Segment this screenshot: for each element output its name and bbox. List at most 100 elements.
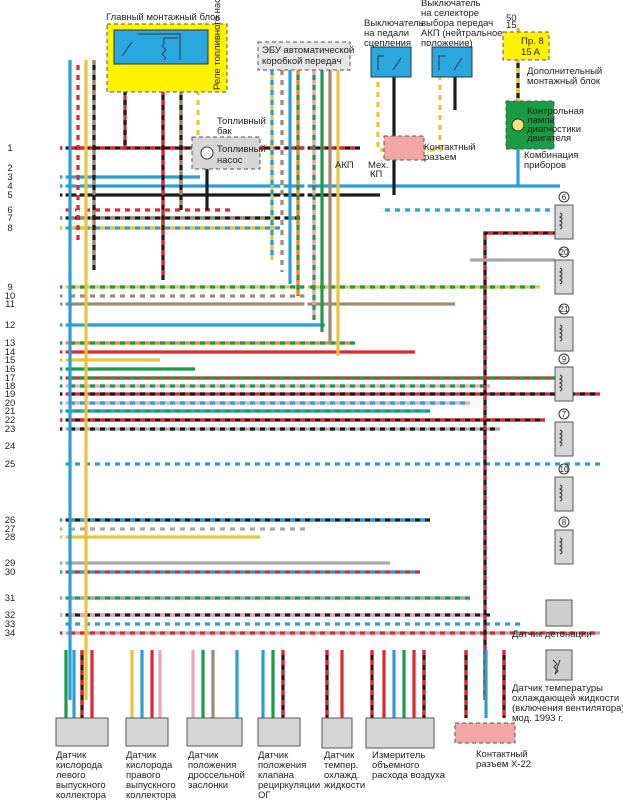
injector-coil-icon	[558, 484, 563, 502]
terminal-50: 50	[506, 13, 517, 24]
injector-coil-icon	[558, 212, 563, 230]
wire-number-19: 19	[5, 389, 16, 400]
check-lamp-label-3: диагностики	[527, 124, 581, 135]
fuse-block	[502, 31, 550, 61]
fan-temp-sensor	[545, 649, 573, 681]
injector-number-badge	[558, 353, 570, 365]
wire-number-31: 31	[5, 593, 16, 604]
wire-number-13: 13	[5, 338, 16, 349]
clutch-switch	[370, 46, 412, 78]
check-engine-lamp-icon	[511, 118, 525, 132]
neutral-switch	[431, 46, 473, 78]
o2-left-label-4: выпускного	[56, 780, 106, 791]
wire-number-2: 2	[7, 163, 12, 174]
wire-number-16: 16	[5, 364, 16, 375]
clutch-switch-label-3: сцепления	[364, 38, 411, 49]
fan-sensor-label-2: охлаждающей жидкости	[512, 693, 619, 704]
fuel-pump-label-2: насос	[217, 155, 243, 166]
connector-block	[383, 135, 425, 161]
knock-sensor-label: Датчик детонации	[512, 629, 592, 640]
injector-number-badge	[558, 516, 570, 528]
wire-number-24: 24	[5, 441, 16, 452]
tps-label-4: заслонки	[188, 780, 228, 791]
wire-number-5: 5	[7, 190, 12, 201]
wire-number-25: 25	[5, 459, 16, 470]
injector-number: 8	[562, 518, 567, 527]
fan-sensor-label-4: мод. 1993 г.	[512, 713, 563, 724]
injector-number: 10	[560, 465, 569, 474]
wire-number-3: 3	[7, 172, 12, 183]
mkp-label-2: КП	[370, 169, 383, 180]
injector-number: 21	[560, 305, 569, 314]
terminal-15: 15	[506, 20, 517, 31]
injector-coil-icon	[558, 374, 563, 392]
neutral-switch-label-2: на селекторе	[421, 8, 479, 19]
fuel-pump-motor-icon	[200, 146, 214, 160]
injector-20	[554, 259, 574, 295]
injector-coil-icon	[558, 429, 563, 447]
injector-21	[554, 316, 574, 352]
injector-number-badge	[558, 246, 570, 258]
tps-label-1: Датчик	[188, 750, 219, 761]
neutral-switch-label-5: положение)	[421, 38, 473, 49]
clutch-switch-label-2: на педали	[364, 28, 409, 39]
fuel-tank-label-2: бак	[217, 126, 233, 137]
injector-number-badge	[558, 303, 570, 315]
wire-number-10: 10	[5, 291, 16, 302]
o2-right-label-4: выпускного	[126, 780, 176, 791]
clutch-switch-contact-icon	[377, 55, 402, 71]
ecu-label-1: ЭБУ автоматической	[262, 45, 354, 56]
o2-left-label-1: Датчик	[56, 750, 87, 761]
ecu-label-2: коробкой передач	[262, 56, 341, 67]
maf-label-3: расхода воздуха	[372, 770, 446, 781]
mkp-label-1: Мех.	[368, 160, 388, 171]
injector-6	[554, 204, 574, 240]
fuse-name: Пр. 8	[521, 36, 544, 47]
connector-label-1: Контактный	[424, 142, 476, 153]
wire-number-18: 18	[5, 381, 16, 392]
fan-sensor-label-3: (включения вентилятора);	[512, 703, 623, 714]
maf-label-1: Измеритель	[372, 750, 425, 761]
o2-right-label-1: Датчик	[126, 750, 157, 761]
wire-number-33: 33	[5, 619, 16, 630]
egr-label-3: клапана	[258, 770, 295, 781]
o2-right-label-2: кислорода	[126, 760, 173, 771]
wire-number-8: 8	[7, 223, 12, 234]
wire-number-28: 28	[5, 532, 16, 543]
injector-number-badge	[558, 463, 570, 475]
tps-label-2: положения	[188, 760, 236, 771]
injector-coil-icon	[558, 537, 563, 555]
egr-label-2: положения	[258, 760, 306, 771]
wire-number-30: 30	[5, 567, 16, 578]
wire-number-29: 29	[5, 558, 16, 569]
wire-number-34: 34	[5, 628, 16, 639]
wire-number-26: 26	[5, 515, 16, 526]
injector-10	[554, 476, 574, 512]
egr-label-1: Датчик	[258, 750, 289, 761]
relay-coil-icon	[162, 37, 178, 61]
neutral-switch-label-1: Выключатель	[421, 0, 481, 9]
fuel-tank-label-1: Топливный	[217, 116, 266, 127]
aux-block-label-2: монтажный блок	[527, 76, 601, 87]
neutral-switch-label-3: выбора передач	[421, 18, 493, 29]
ect-label-2: темпер.	[324, 760, 358, 771]
wire-number-21: 21	[5, 406, 16, 417]
x22-label-1: Контактный	[476, 749, 528, 760]
neutral-switch-label-4: АКП (нейтральное	[421, 28, 503, 39]
injector-number: 7	[562, 410, 567, 419]
injector-8	[554, 529, 574, 565]
neutral-switch-contact-icon	[438, 55, 463, 71]
fan-sensor-label-1: Датчик температуры	[512, 683, 603, 694]
ect-label-3: охлажд.	[324, 770, 359, 781]
relay-switch-icon	[121, 33, 181, 60]
check-lamp-label-1: Контрольная	[527, 106, 584, 117]
wire-number-12: 12	[5, 320, 16, 331]
thermistor-icon	[552, 659, 561, 675]
wire-number-1: 1	[7, 143, 12, 154]
check-lamp-label-2: лампа	[527, 115, 556, 126]
check-lamp-label-4: двигателя	[527, 133, 571, 144]
tps-sensor	[186, 717, 243, 747]
wire-number-17: 17	[5, 373, 16, 384]
injector-number: 20	[560, 248, 569, 257]
